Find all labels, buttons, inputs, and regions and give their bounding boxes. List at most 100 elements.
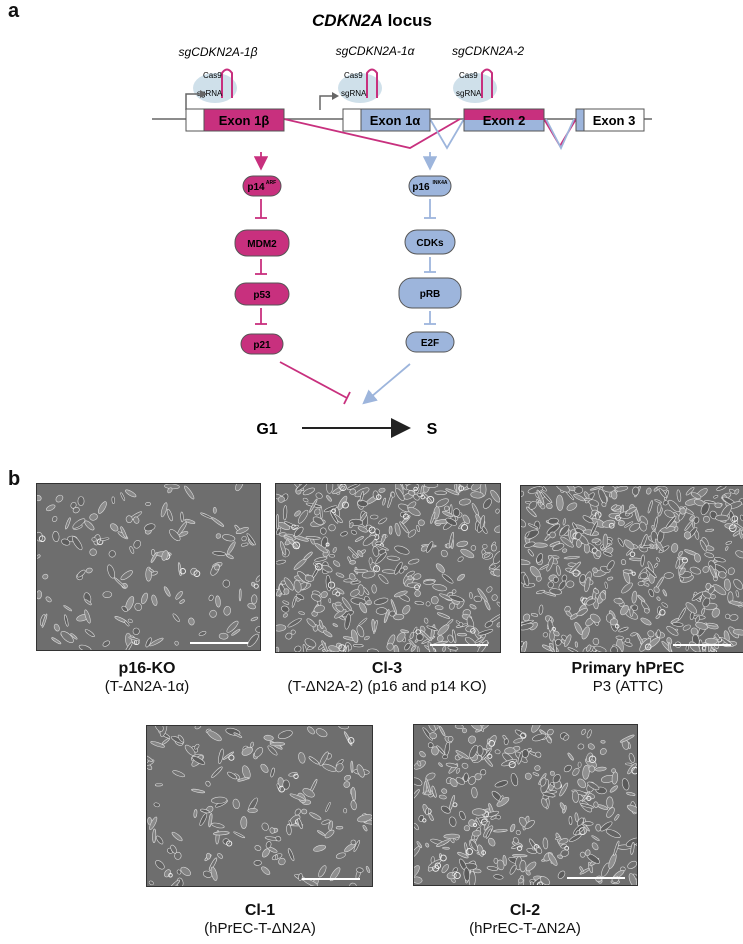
cell-mark: [521, 519, 527, 528]
cell-mark: [407, 506, 421, 517]
cell-mark: [302, 643, 308, 652]
cell-mark: [482, 544, 488, 549]
cell-mark: [288, 820, 292, 826]
cell-mark: [573, 486, 584, 494]
cell-mark: [442, 754, 448, 760]
cell-mark: [472, 868, 482, 874]
cell-mark: [72, 518, 86, 529]
panel-a-label: a: [8, 0, 20, 22]
cell-mark: [414, 845, 421, 859]
rounded-cell-mark: [460, 523, 469, 532]
cell-mark: [314, 508, 321, 516]
cell-mark: [644, 608, 650, 614]
cell-mark: [447, 634, 454, 643]
cell-mark: [599, 748, 607, 755]
cell-mark: [211, 796, 228, 804]
cell-mark: [295, 593, 305, 600]
cell-mark: [362, 824, 368, 832]
cell-mark: [198, 631, 207, 636]
cell-mark: [425, 601, 431, 607]
cell-mark: [483, 553, 491, 558]
cell-mark: [671, 543, 679, 553]
cell-mark: [555, 638, 562, 646]
cell-mark: [357, 814, 372, 823]
cell-mark: [527, 523, 539, 529]
cell-mark: [477, 629, 494, 636]
cell-mark: [547, 517, 559, 525]
rounded-cell-mark: [631, 571, 636, 576]
cell-mark: [648, 588, 655, 598]
cell-mark: [452, 508, 461, 517]
cell-mark: [547, 852, 558, 866]
cell-mark: [666, 626, 679, 636]
cell-mark: [645, 566, 657, 578]
cell-mark: [461, 728, 467, 734]
cell-mark: [447, 645, 459, 651]
cell-mark: [593, 801, 599, 808]
cell-mark: [574, 812, 579, 823]
cell-mark: [639, 638, 652, 652]
cell-mark: [293, 525, 300, 529]
cell-mark: [504, 747, 516, 755]
cell-mark: [71, 536, 83, 551]
cell-mark: [350, 800, 357, 811]
cell-mark: [552, 576, 559, 583]
cell-mark: [328, 820, 334, 831]
cell-mark: [399, 567, 405, 574]
cell-mark: [525, 870, 531, 876]
cell-mark: [235, 526, 249, 535]
cell-mark: [522, 613, 531, 622]
cell-mark: [532, 772, 540, 777]
svg-text:ARF: ARF: [266, 180, 276, 186]
cell-mark: [630, 841, 635, 855]
cell-mark: [646, 487, 652, 495]
cell-mark: [538, 604, 544, 615]
cell-mark: [515, 829, 521, 836]
cell-mark: [334, 609, 347, 619]
rounded-cell-mark: [413, 486, 418, 492]
cell-mark: [585, 849, 591, 856]
cell-mark: [232, 798, 240, 810]
cell-mark: [609, 618, 618, 626]
cell-mark: [443, 505, 450, 512]
cell-mark: [523, 541, 536, 548]
svg-text:p53: p53: [253, 290, 271, 301]
cell-mark: [169, 529, 181, 542]
cell-mark: [435, 563, 445, 573]
cell-mark: [408, 558, 420, 565]
cell-mark: [547, 581, 554, 589]
cell-mark: [496, 601, 500, 608]
cell-mark: [174, 851, 182, 860]
cell-mark: [261, 866, 271, 875]
caption-title: Cl-3: [371, 660, 403, 677]
cell-mark: [435, 498, 449, 508]
cell-mark: [463, 772, 469, 782]
cell-mark: [400, 511, 406, 518]
cell-mark: [294, 645, 302, 652]
cell-mark: [539, 876, 551, 885]
cell-mark: [41, 613, 48, 628]
cell-mark: [247, 808, 258, 813]
rounded-cell-mark: [659, 609, 666, 616]
cell-mark: [125, 515, 133, 523]
rounded-cell-mark: [325, 542, 330, 547]
cell-mark: [275, 836, 282, 842]
cell-mark: [470, 491, 484, 499]
cell-mark: [588, 765, 596, 773]
cell-mark: [325, 484, 334, 494]
cdkn2a-locus-diagram: CDKN2A locus sgCDKN2A-1β sgCDKN2A-1α sgC…: [152, 11, 652, 438]
cell-mark: [414, 876, 423, 884]
cell-mark: [725, 613, 731, 619]
cell-mark: [416, 525, 420, 532]
cell-mark: [390, 491, 396, 498]
rounded-cell-mark: [488, 740, 496, 747]
cell-mark: [546, 523, 561, 535]
cell-mark: [325, 802, 331, 813]
rounded-cell-mark: [96, 538, 104, 546]
cell-mark: [595, 513, 600, 521]
svg-text:p16: p16: [412, 182, 430, 193]
cell-mark: [282, 779, 290, 790]
cell-mark: [621, 582, 633, 594]
cell-mark: [457, 851, 469, 859]
cell-mark: [304, 575, 315, 582]
